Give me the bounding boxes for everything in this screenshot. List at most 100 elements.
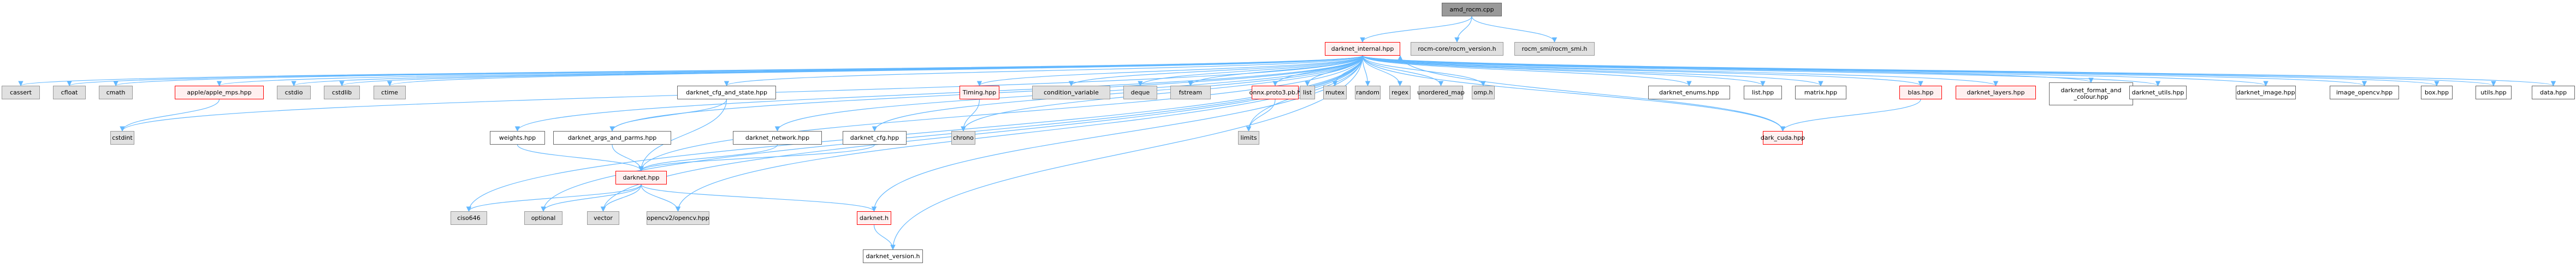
- node-args-parms[interactable]: darknet_args_and_parms.hpp: [553, 131, 671, 145]
- edge-darknet-internal-to-condition-variable: [1068, 55, 1363, 86]
- node-label: darknet_args_and_parms.hpp: [567, 134, 657, 141]
- edge-darknet-internal-to-onnx: [1272, 55, 1363, 86]
- edge-darknet-internal-to-image: [1362, 55, 2269, 86]
- edge-darknet-internal-to-layers: [1362, 55, 1998, 86]
- node-darknet-h[interactable]: darknet.h: [857, 211, 891, 225]
- node-blas[interactable]: blas.hpp: [1899, 86, 1942, 99]
- node-label: utils.hpp: [2480, 88, 2507, 96]
- node-label: darknet_cfg.hpp: [850, 134, 899, 141]
- node-label: cassert: [10, 88, 32, 96]
- node-matrix[interactable]: matrix.hpp: [1795, 86, 1846, 99]
- node-dark-cuda[interactable]: dark_cuda.hpp: [1760, 131, 1805, 145]
- node-ctime[interactable]: ctime: [374, 86, 406, 99]
- edge-darknet-hpp-to-vector: [600, 184, 642, 212]
- node-network[interactable]: darknet_network.hpp: [733, 131, 822, 145]
- node-cmath[interactable]: cmath: [99, 86, 133, 99]
- node-regex[interactable]: regex: [1389, 86, 1411, 99]
- edge-darknet-internal-to-unordered-map: [1362, 55, 1444, 86]
- edge-timing-to-chrono: [961, 99, 980, 132]
- node-label: darknet_enums.hpp: [1659, 88, 1719, 96]
- node-layers[interactable]: darknet_layers.hpp: [1956, 86, 2036, 99]
- node-utils[interactable]: utils.hpp: [2476, 86, 2512, 99]
- node-label: matrix.hpp: [1804, 88, 1838, 96]
- node-weights[interactable]: weights.hpp: [490, 131, 545, 145]
- edge-darknet-hpp-to-ciso646: [466, 184, 642, 212]
- node-condition-variable[interactable]: condition_variable: [1032, 86, 1110, 99]
- edge-darknet-internal-to-random: [1362, 55, 1371, 86]
- node-vector[interactable]: vector: [587, 211, 619, 225]
- node-label: ctime: [381, 88, 398, 96]
- node-version[interactable]: darknet_version.h: [863, 249, 923, 263]
- node-label: chrono: [953, 134, 974, 141]
- node-data[interactable]: data.hpp: [2532, 86, 2575, 99]
- node-label: omp.h: [1473, 88, 1493, 96]
- node-ciso646[interactable]: ciso646: [451, 211, 487, 225]
- node-darknet-internal[interactable]: darknet_internal.hpp: [1325, 42, 1400, 56]
- node-fstream[interactable]: fstream: [1170, 86, 1211, 99]
- node-cstdint[interactable]: cstdint: [110, 131, 134, 145]
- node-utils-dn[interactable]: darknet_utils.hpp: [2129, 86, 2187, 99]
- edge-amd-rocm-to-darknet-internal: [1360, 16, 1472, 43]
- edge-layer: [18, 16, 2556, 250]
- node-image[interactable]: darknet_image.hpp: [2236, 86, 2296, 99]
- node-darknet-hpp[interactable]: darknet.hpp: [615, 171, 667, 184]
- node-unordered-map[interactable]: unordered_map: [1417, 86, 1465, 99]
- node-label: darknet_version.h: [866, 252, 920, 260]
- edge-darknet-internal-to-mutex: [1332, 55, 1363, 86]
- node-label: opencv2/opencv.hpp: [647, 214, 709, 222]
- node-image-opencv[interactable]: image_opencv.hpp: [2330, 86, 2399, 99]
- node-optional[interactable]: optional: [524, 211, 562, 225]
- node-label: cstdlib: [331, 88, 352, 96]
- node-label: weights.hpp: [499, 134, 536, 141]
- edge-darknet-hpp-to-opencv: [641, 184, 681, 212]
- node-label: ciso646: [457, 214, 481, 222]
- edge-darknet-internal-to-opencv: [675, 55, 1363, 212]
- node-deque[interactable]: deque: [1123, 86, 1157, 99]
- node-cfg[interactable]: darknet_cfg.hpp: [843, 131, 907, 145]
- node-apple-mps[interactable]: apple/apple_mps.hpp: [175, 86, 264, 99]
- node-limits[interactable]: limits: [1238, 131, 1259, 145]
- node-omp[interactable]: omp.h: [1472, 86, 1495, 99]
- node-list[interactable]: list: [1300, 86, 1315, 99]
- edge-darknet-internal-to-ctime: [387, 55, 1363, 86]
- node-list-hpp[interactable]: list.hpp: [1744, 86, 1782, 99]
- node-rocm-version[interactable]: rocm-core/rocm_version.h: [1411, 42, 1503, 56]
- node-cstdio[interactable]: cstdio: [277, 86, 311, 99]
- node-label: data.hpp: [2539, 88, 2567, 96]
- edge-darknet-internal-to-chrono: [961, 55, 1363, 132]
- edge-darknet-internal-to-cfg-and-state: [724, 55, 1363, 86]
- node-label: dark_cuda.hpp: [1760, 134, 1805, 141]
- node-label: darknet.hpp: [623, 174, 660, 181]
- node-random[interactable]: random: [1355, 86, 1381, 99]
- edge-amd-rocm-to-rocm-smi: [1471, 16, 1558, 43]
- edge-darknet-internal-to-fstream: [1188, 55, 1363, 86]
- node-box[interactable]: box.hpp: [2421, 86, 2453, 99]
- node-label: darknet_utils.hpp: [2131, 88, 2184, 96]
- edge-darknet-internal-to-data: [1362, 55, 2556, 86]
- node-label: darknet_image.hpp: [2236, 88, 2295, 96]
- node-chrono[interactable]: chrono: [951, 131, 975, 145]
- node-cstdlib[interactable]: cstdlib: [324, 86, 360, 99]
- node-label: darknet_network.hpp: [745, 134, 810, 141]
- edge-darknet-internal-to-regex: [1362, 55, 1403, 86]
- node-cfg-and-state[interactable]: darknet_cfg_and_state.hpp: [677, 86, 776, 99]
- node-cfloat[interactable]: cfloat: [53, 86, 86, 99]
- node-onnx[interactable]: onnx.proto3.pb.h: [1249, 86, 1301, 99]
- node-label: cfloat: [61, 88, 78, 96]
- node-label: list: [1302, 88, 1312, 96]
- node-timing[interactable]: Timing.hpp: [960, 86, 999, 99]
- node-format-colour[interactable]: darknet_format_and _colour.hpp: [2049, 82, 2133, 105]
- node-label: optional: [531, 214, 556, 222]
- node-mutex[interactable]: mutex: [1323, 86, 1347, 99]
- node-cassert[interactable]: cassert: [2, 86, 40, 99]
- node-rocm-smi[interactable]: rocm_smi/rocm_smi.h: [1514, 42, 1595, 56]
- node-label: rocm-core/rocm_version.h: [1418, 45, 1496, 52]
- node-label: image_opencv.hpp: [2336, 88, 2393, 96]
- node-amd-rocm[interactable]: amd_rocm.cpp: [1442, 3, 1502, 16]
- edge-onnx-to-limits: [1246, 99, 1276, 132]
- node-opencv[interactable]: opencv2/opencv.hpp: [647, 211, 709, 225]
- edge-darknet-internal-to-darknet-h: [871, 55, 1363, 212]
- node-enums[interactable]: darknet_enums.hpp: [1648, 86, 1730, 99]
- node-label: cstdint: [112, 134, 133, 141]
- node-label: cmath: [106, 88, 126, 96]
